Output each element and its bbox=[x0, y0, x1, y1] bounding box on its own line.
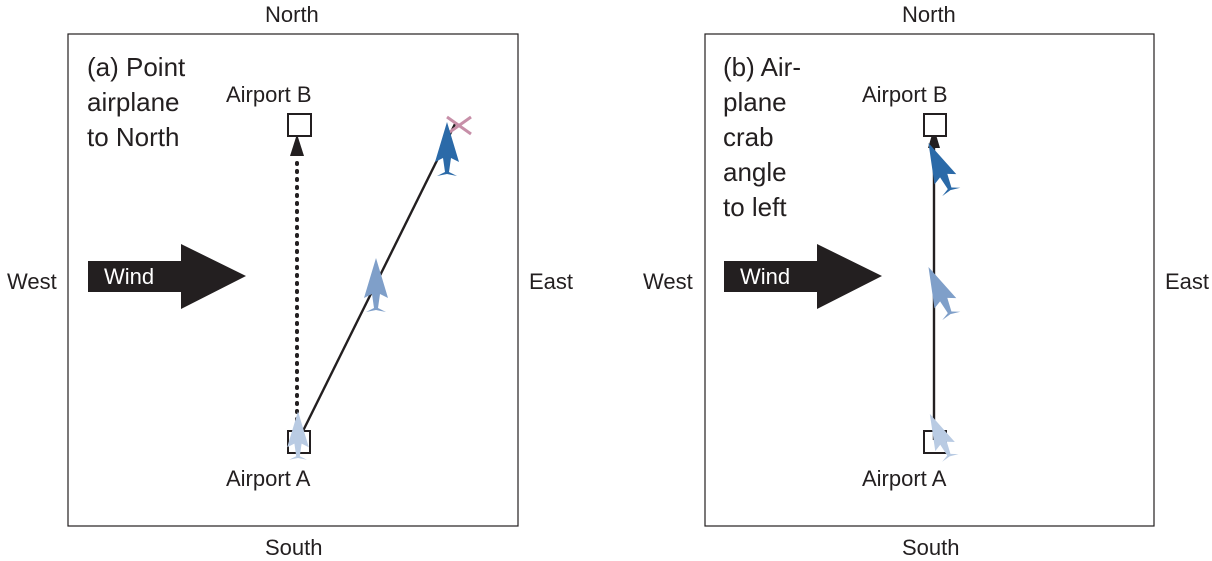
panel-b-frame bbox=[704, 33, 1155, 527]
panel-b-title: (b) Air- plane crab angle to left bbox=[723, 50, 801, 225]
panel-b-title-line: crab bbox=[723, 122, 774, 152]
airplane-mid-icon bbox=[364, 258, 388, 312]
airport-b-label: Airport B bbox=[862, 82, 948, 107]
wind-arrow-icon bbox=[724, 244, 882, 309]
compass-south: South bbox=[265, 535, 323, 560]
panel-a-title-line: to North bbox=[87, 122, 180, 152]
panel-b-title-line: angle bbox=[723, 157, 787, 187]
panel-b-diagram bbox=[704, 33, 1155, 527]
wind-arrow-icon bbox=[88, 244, 246, 309]
panel-a-title-line: airplane bbox=[87, 87, 180, 117]
airplane-dark-icon bbox=[928, 142, 961, 197]
airport-a-label: Airport A bbox=[226, 466, 311, 491]
panel-a-frame bbox=[67, 33, 519, 527]
panel-b: North South West East Wind (b) Air- plan… bbox=[636, 0, 1212, 560]
compass-north: North bbox=[902, 2, 956, 27]
path-arrowhead bbox=[928, 128, 940, 148]
airport-b-label: Airport B bbox=[226, 82, 312, 107]
panel-b-title-line: to left bbox=[723, 192, 787, 222]
panel-a-title: (a) Point airplane to North bbox=[87, 50, 185, 155]
compass-east: East bbox=[529, 269, 574, 294]
miss-x-icon bbox=[446, 115, 472, 136]
panel-a-diagram bbox=[67, 33, 519, 527]
panel-b-title-line: (b) Air- bbox=[723, 52, 801, 82]
wind-label: Wind bbox=[740, 264, 791, 289]
compass-south: South bbox=[902, 535, 960, 560]
compass-west: West bbox=[7, 269, 57, 294]
airport-b-marker bbox=[287, 113, 312, 137]
airplane-light-icon bbox=[287, 411, 309, 460]
airplane-light-icon bbox=[929, 413, 959, 462]
panel-b-title-line: plane bbox=[723, 87, 787, 117]
airplane-mid-icon bbox=[928, 266, 961, 321]
compass-west: West bbox=[643, 269, 693, 294]
compass-east: East bbox=[1165, 269, 1210, 294]
wind-label: Wind bbox=[104, 264, 155, 289]
panel-a: North South West East Wind (a) Point air… bbox=[0, 0, 606, 560]
airplane-dark-icon bbox=[435, 122, 459, 176]
panel-a-title-line: (a) Point bbox=[87, 52, 186, 82]
airport-b-marker bbox=[923, 113, 947, 137]
intended-path-arrowhead bbox=[290, 134, 304, 156]
airport-a-label: Airport A bbox=[862, 466, 947, 491]
compass-north: North bbox=[265, 2, 319, 27]
